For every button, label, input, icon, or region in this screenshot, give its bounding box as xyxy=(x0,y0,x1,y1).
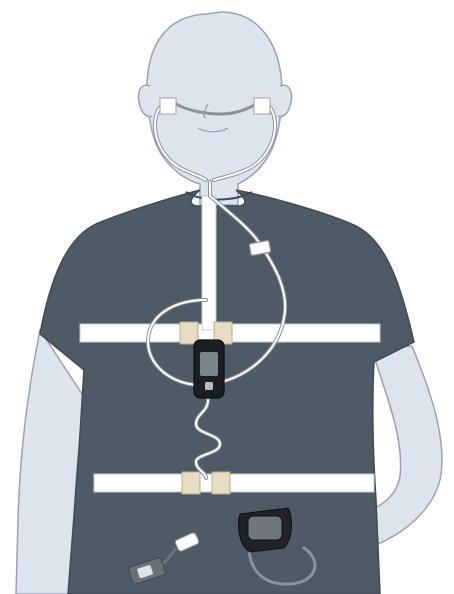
tube-clip xyxy=(249,240,271,255)
abdomen-belt-clip-right xyxy=(212,472,230,494)
right-ear xyxy=(278,85,292,116)
chest-belt-clip-left xyxy=(180,322,198,344)
wrist-unit xyxy=(238,508,291,552)
cannula-right-pad xyxy=(254,98,270,114)
shirt xyxy=(40,190,414,594)
sternum-strap xyxy=(202,196,216,330)
wrist-unit-face xyxy=(248,516,282,540)
device-button xyxy=(205,382,213,390)
device-display xyxy=(200,352,218,376)
abdomen-belt-clip-left xyxy=(182,472,200,494)
recording-device xyxy=(194,340,224,398)
left-ear xyxy=(138,85,152,116)
abdomen-belt xyxy=(94,474,374,492)
cannula-left-pad xyxy=(160,98,176,114)
